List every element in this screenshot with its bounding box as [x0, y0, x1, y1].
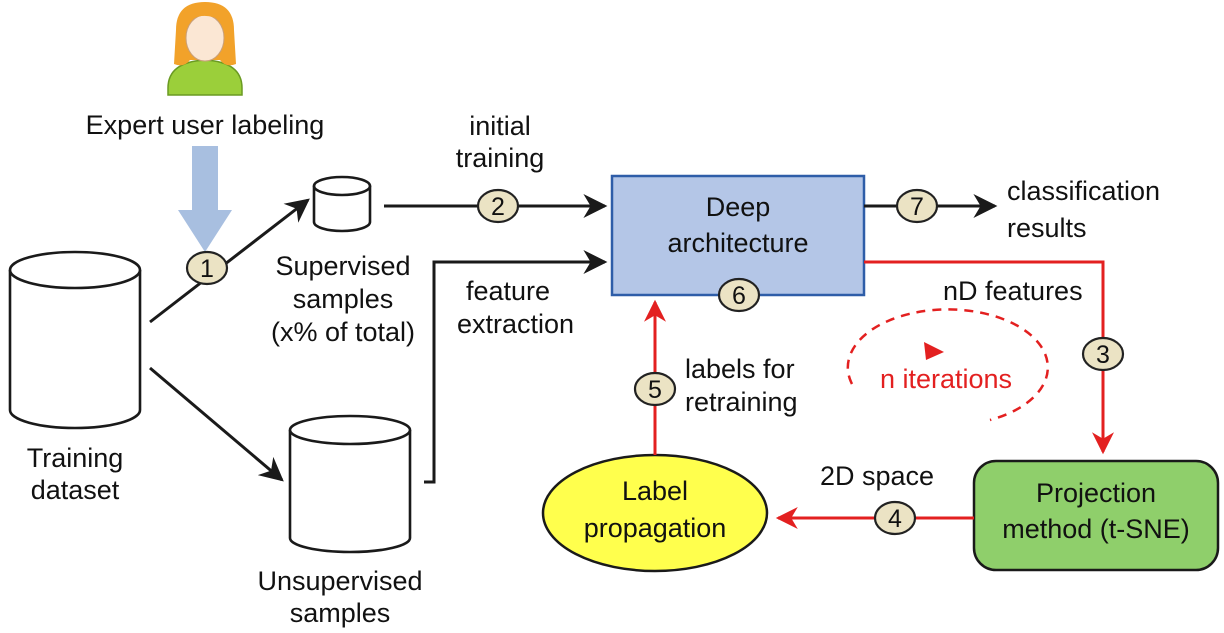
projection-method-box	[972, 459, 1220, 572]
label-propagation-label: Label	[622, 476, 688, 506]
step-2-number: 2	[491, 193, 505, 221]
supervised-samples-label: Supervised	[275, 251, 410, 281]
nd-features-label: nD features	[943, 276, 1083, 306]
projection-method-label-2: method (t-SNE)	[1002, 514, 1190, 544]
step-3-badge	[1081, 336, 1125, 372]
2d-space-label: 2D space	[820, 461, 934, 491]
step-7-badge	[895, 188, 939, 224]
step-7-number: 7	[910, 193, 924, 221]
initial-training-label-2: training	[456, 143, 545, 173]
training-dataset-label-2: dataset	[31, 475, 120, 505]
feature-extraction-label-2: extraction	[457, 309, 574, 339]
classification-results-label: classification	[1007, 176, 1160, 206]
step-6-badge	[717, 277, 761, 313]
classification-results-label-2: results	[1007, 213, 1087, 243]
step-5-number: 5	[648, 376, 662, 404]
iterations-loop-arrow	[846, 308, 1050, 422]
deep-architecture-label-2: architecture	[667, 228, 808, 258]
training-dataset-cylinder	[8, 250, 142, 430]
step-2-badge	[476, 188, 520, 224]
arrow-to-supervised	[149, 198, 310, 324]
arrow-to-unsupervised	[149, 366, 284, 482]
labels-for-retraining-label: labels for	[685, 354, 795, 384]
expert-label: Expert user labeling	[86, 110, 325, 140]
labels-for-retraining-label-2: retraining	[685, 387, 798, 417]
n-iterations-label: n iterations	[880, 364, 1012, 394]
deep-architecture-label: Deep	[706, 192, 771, 222]
unsupervised-samples-label-2: samples	[290, 598, 391, 628]
supervised-samples-label-3: (x% of total)	[271, 317, 415, 347]
iterations-loop-head	[924, 342, 944, 360]
supervised-samples-label-2: samples	[293, 284, 394, 314]
user-avatar-icon	[167, 2, 243, 96]
feature-extraction-label: feature	[466, 276, 550, 306]
step-1-badge	[185, 250, 229, 286]
step-1-number: 1	[200, 255, 214, 283]
initial-training-label: initial	[469, 111, 531, 141]
step-5-badge	[633, 371, 677, 407]
arrow-nd-features	[864, 260, 1114, 455]
deep-architecture-box	[610, 174, 866, 297]
unsupervised-samples-label: Unsupervised	[257, 566, 422, 596]
training-dataset-label: Training	[27, 443, 124, 473]
step-4-number: 4	[888, 505, 902, 533]
arrow-feature-extraction	[424, 250, 608, 484]
supervised-samples-cylinder	[312, 175, 372, 233]
step-6-number: 6	[732, 282, 746, 310]
expert-arrow	[178, 146, 232, 252]
label-propagation-label-2: propagation	[584, 513, 727, 543]
projection-method-label: Projection	[1036, 478, 1156, 508]
step-3-number: 3	[1096, 341, 1110, 369]
unsupervised-samples-cylinder	[288, 414, 412, 554]
step-4-badge	[873, 500, 917, 536]
